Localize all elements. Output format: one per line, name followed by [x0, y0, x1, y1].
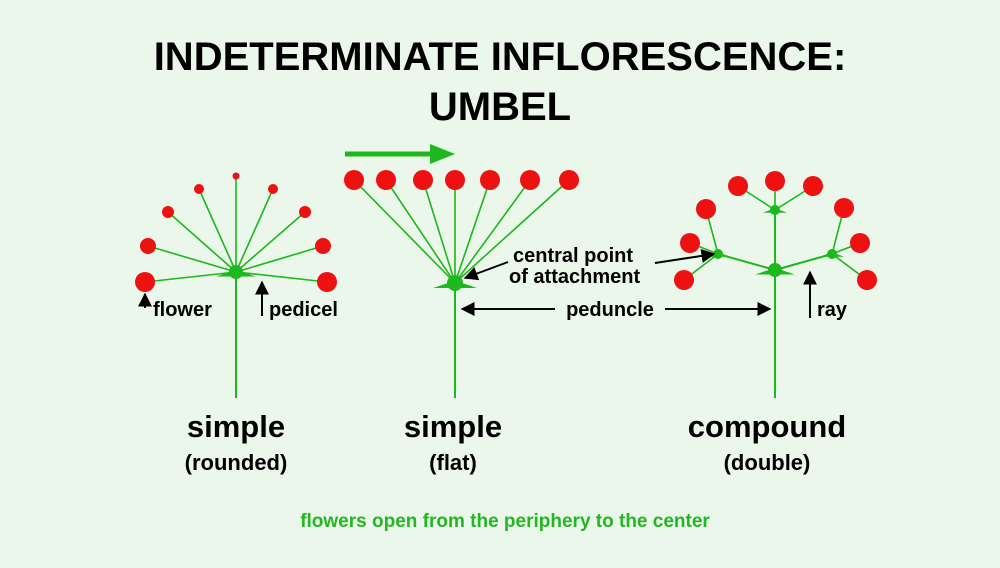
bract-left — [755, 269, 772, 275]
flower-head — [445, 170, 465, 190]
flower-head — [834, 198, 854, 218]
flower-head — [268, 184, 278, 194]
flower-head — [850, 233, 870, 253]
pedicel-line — [454, 179, 531, 284]
attachment-point — [713, 249, 723, 259]
attachment-point — [229, 265, 243, 279]
ray-annotation: ray — [803, 270, 848, 321]
pedicel-line — [235, 188, 274, 273]
label-central-point-line2: of attachment — [509, 266, 640, 288]
label-peduncle: peduncle — [566, 299, 654, 321]
pedicel-line — [385, 179, 456, 284]
pedicel-line — [147, 245, 237, 273]
pedicel-line — [454, 179, 570, 284]
label-pedicel: pedicel — [269, 299, 338, 321]
pedicel-line — [422, 179, 456, 284]
bract-right — [778, 269, 795, 275]
flower-head — [413, 170, 433, 190]
flower-head — [803, 176, 823, 196]
label-central-point-line1: central point — [513, 245, 633, 267]
arrow-right-icon — [345, 144, 455, 164]
bract-left — [433, 282, 451, 288]
pedicel-line — [235, 271, 328, 283]
caption-compound-main: compound — [688, 409, 846, 444]
peduncle-annotation: peduncle — [460, 299, 772, 321]
flower-head — [559, 170, 579, 190]
caption-flat-sub: (flat) — [429, 450, 477, 475]
page-title-line2: UMBEL — [429, 85, 571, 129]
flower-head — [162, 206, 174, 218]
central-point-annotation: central point of attachment — [463, 245, 716, 288]
flower-head — [315, 238, 331, 254]
flower-head — [520, 170, 540, 190]
flower-head — [857, 270, 877, 290]
pedicel-line — [454, 179, 491, 284]
bract-left — [216, 271, 233, 277]
flower-head — [299, 206, 311, 218]
caption-rounded-main: simple — [187, 409, 285, 444]
flower-head — [135, 272, 155, 292]
umbel-compound — [674, 171, 877, 398]
pedicel-line — [144, 271, 237, 283]
caption-flat-main: simple — [404, 409, 502, 444]
attachment-point — [447, 275, 463, 291]
flower-head — [674, 270, 694, 290]
flower-head — [480, 170, 500, 190]
flower-head — [680, 233, 700, 253]
label-ray: ray — [817, 299, 848, 321]
bract-right — [459, 282, 477, 288]
flower-head — [317, 272, 337, 292]
flower-head — [765, 171, 785, 191]
flower-head — [140, 238, 156, 254]
pedicel-line — [167, 211, 237, 273]
caption-compound-sub: (double) — [724, 450, 811, 475]
pedicel-line — [198, 188, 237, 273]
flower-head — [232, 172, 240, 180]
label-flower: flower — [153, 299, 212, 321]
page-title-line1: INDETERMINATE INFLORESCENCE: — [154, 35, 847, 79]
umbel-simple-rounded — [135, 172, 337, 398]
flower-annotation: flower — [138, 292, 212, 321]
pedicel-line — [353, 179, 456, 284]
flower-head — [728, 176, 748, 196]
flower-head — [344, 170, 364, 190]
bract-right — [239, 271, 256, 277]
pedicel-line — [235, 211, 306, 273]
flower-head — [194, 184, 204, 194]
attachment-point — [827, 249, 837, 259]
pedicel-line — [235, 245, 324, 273]
flower-head — [376, 170, 396, 190]
attachment-point — [768, 263, 782, 277]
attachment-point — [770, 205, 780, 215]
flower-head — [696, 199, 716, 219]
footer-note: flowers open from the periphery to the c… — [300, 511, 710, 532]
umbel-simple-flat — [344, 170, 579, 398]
pedicel-annotation: pedicel — [255, 280, 338, 321]
caption-rounded-sub: (rounded) — [185, 450, 288, 475]
